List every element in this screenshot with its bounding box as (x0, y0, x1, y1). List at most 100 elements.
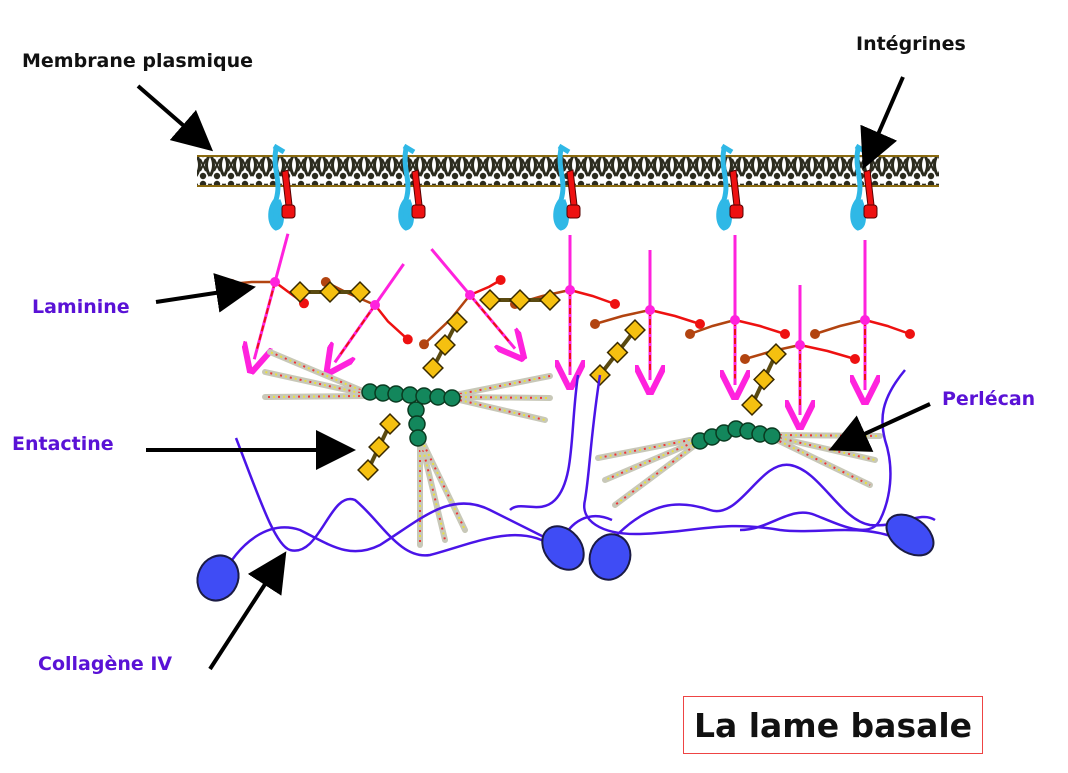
laminin-center (645, 305, 655, 315)
perlecan-gag-dots (264, 395, 366, 398)
laminin (320, 263, 413, 362)
perlecan-gag-chain (772, 436, 873, 488)
entactin (589, 319, 646, 386)
laminin-center (860, 315, 870, 325)
laminin-center (565, 285, 575, 295)
perlecan-gag-dots (423, 444, 466, 531)
laminin-short-arm (569, 288, 616, 306)
integrin (716, 143, 744, 231)
perlecan-gag-dots (604, 442, 693, 481)
perlecan-gag-dots (421, 444, 446, 541)
laminin (590, 250, 705, 380)
integrin-alpha-subunit (716, 143, 734, 231)
perlecan-gag-dots (269, 351, 366, 393)
perlecan-gag-dots (597, 439, 691, 459)
entactin-domain (479, 289, 501, 311)
entactin-domain (368, 436, 390, 458)
laminin-coiled-coil (469, 294, 512, 344)
collagen-arrow (208, 551, 287, 671)
perlecan-gag-dots (264, 395, 366, 398)
laminin-globule (905, 329, 915, 339)
laminin-coiled-coil (255, 281, 276, 352)
laminin-center (270, 277, 280, 287)
pointer-arrows (136, 76, 931, 671)
laminin-short-arm (799, 343, 856, 361)
label-perlecan: Perlécan (942, 388, 1036, 410)
perlecan-gag-dots (454, 398, 546, 421)
laminin-arrow (155, 273, 256, 313)
laminin (810, 240, 915, 390)
perlecan-gag-chain (452, 373, 553, 398)
entactin-domain (379, 413, 401, 435)
perlecan-core-bead (763, 427, 781, 445)
entactin-domain (422, 357, 444, 379)
entactin-domain (349, 281, 371, 303)
entactin (741, 343, 787, 416)
integrin-beta-head (281, 204, 296, 219)
entactin-domain (606, 341, 629, 364)
laminin-globule (685, 329, 695, 339)
perlecan (595, 420, 883, 508)
laminin (510, 235, 620, 375)
label-entactine: Entactine (12, 433, 114, 455)
laminin-short-arm (689, 318, 736, 336)
entactin-domain (434, 334, 456, 356)
laminin-center (465, 290, 475, 300)
entactin-domain (539, 289, 561, 311)
title-box: La lame basale (683, 696, 983, 754)
perlecan (262, 349, 553, 548)
diagram-title: La lame basale (693, 705, 973, 745)
entactin-domain (289, 281, 311, 303)
laminin-globule (590, 319, 600, 329)
integrins-arrow (860, 76, 905, 170)
entactin-domain (446, 311, 468, 333)
perlecan-gag-dots (269, 351, 366, 393)
integrin (553, 143, 581, 231)
integrin-alpha-subunit (553, 143, 571, 231)
perlecan-gag-dots (454, 396, 551, 399)
laminin-short-arm (469, 278, 502, 297)
laminin-globule (850, 354, 860, 364)
laminin-globule (740, 354, 750, 364)
integrin-beta-head (411, 204, 426, 219)
laminin-globule (226, 278, 237, 289)
perlecan-core-bead (443, 389, 461, 407)
perlecan-core-bead (409, 429, 427, 447)
label-membrane-plasmique: Membrane plasmique (22, 50, 253, 72)
membrane-arrow (136, 84, 214, 152)
perlecan-gag-dots (774, 436, 876, 461)
entactin-domain (509, 289, 531, 311)
entactins-group (289, 281, 787, 481)
label-collagene-iv: Collagène IV (38, 653, 173, 675)
entactin-domain (741, 394, 763, 416)
laminin (685, 235, 790, 385)
laminin-short-arm (864, 318, 911, 336)
entactin-domain (319, 281, 341, 303)
perlecans-group (262, 349, 883, 548)
laminin-globule (495, 275, 506, 286)
laminin-globule (419, 339, 430, 350)
entactin-domain (765, 343, 787, 365)
integrin-beta-head (729, 204, 744, 219)
laminin-short-arm (649, 308, 701, 326)
laminin-globule (402, 334, 413, 345)
laminin (419, 248, 515, 350)
entactin-domain (624, 319, 646, 341)
laminin-short-arm (734, 318, 786, 336)
perlecan-gag-dots (614, 445, 695, 506)
entactin (289, 281, 371, 303)
perlecan-gag-dots (264, 371, 366, 395)
perlecan-gag-dots (774, 436, 876, 461)
laminin-short-arm (231, 280, 276, 286)
integrin (398, 143, 426, 231)
entactin-domain (753, 368, 775, 391)
integrin (850, 143, 878, 231)
laminin-short-arm (594, 308, 651, 326)
integrin-beta-head (863, 204, 878, 219)
integrin-alpha-subunit (268, 143, 286, 231)
laminin-short-arm (814, 318, 866, 336)
perlecan-gag-dots (454, 375, 551, 396)
integrins-group (268, 143, 878, 231)
integrin-alpha-subunit (398, 143, 416, 231)
